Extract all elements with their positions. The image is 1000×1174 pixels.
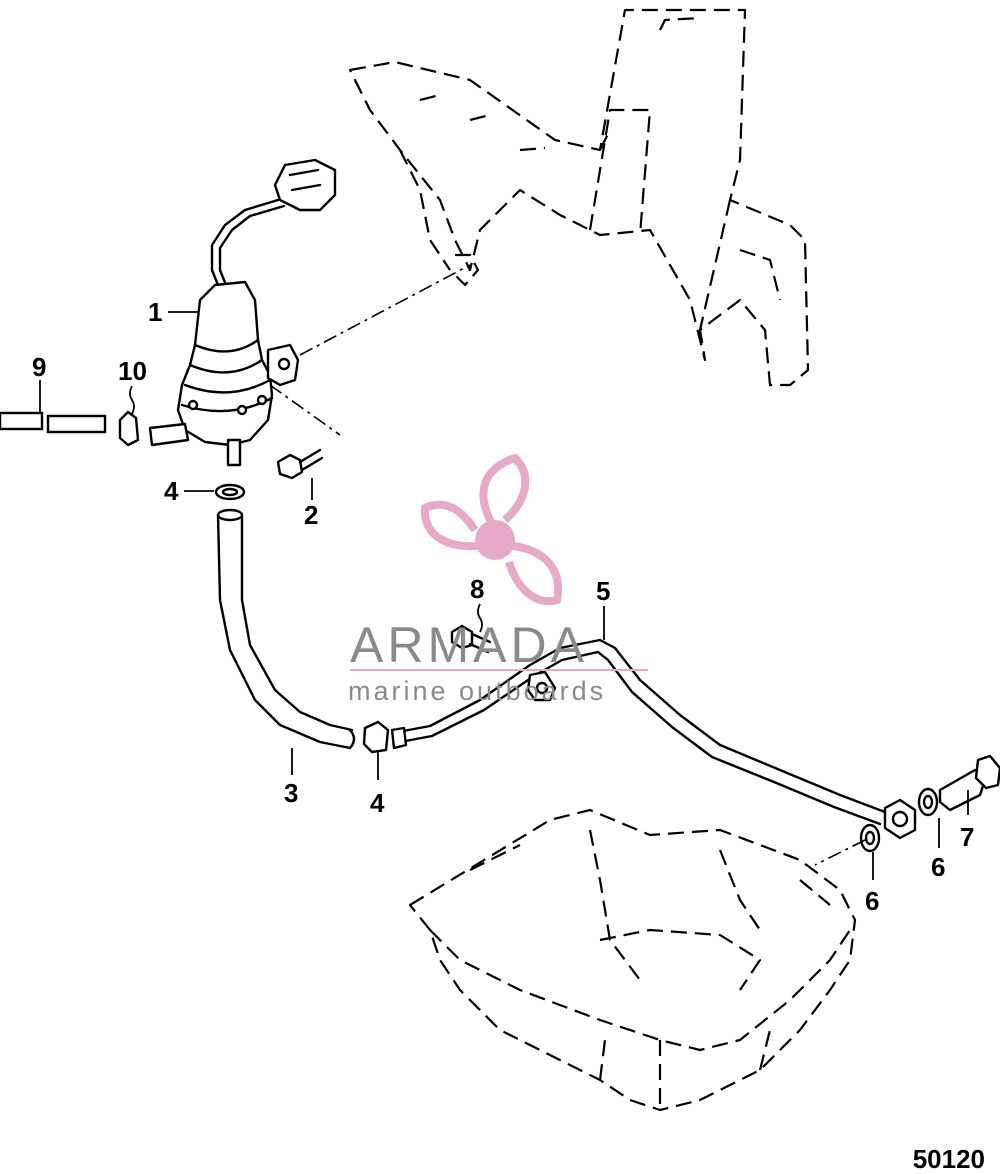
clamp-4-lower	[362, 720, 390, 754]
washer-6-left	[859, 823, 881, 853]
screw-2	[276, 448, 324, 480]
oil-pan-outline	[408, 808, 857, 1112]
engine-bracket-outline	[348, 8, 810, 387]
clamp-10	[118, 410, 140, 447]
watermark-tagline: marine outboards	[348, 676, 606, 706]
callout-4-upper: 4	[164, 476, 179, 506]
callout-3: 3	[284, 778, 298, 808]
callout-9: 9	[32, 352, 46, 382]
propeller-icon	[420, 453, 563, 606]
callout-8: 8	[470, 574, 484, 604]
leader-lines	[39, 311, 969, 880]
callout-5: 5	[596, 576, 610, 606]
watermark: ARMADA marine outboards	[348, 453, 648, 706]
washer-6-right	[917, 787, 939, 817]
figure-number: 50120	[913, 1144, 985, 1174]
mounting-centerline-upper	[299, 264, 471, 356]
callout-7: 7	[960, 822, 974, 852]
drain-centerline	[814, 839, 866, 866]
hose-9	[0, 411, 107, 434]
mounting-centerline-lower	[269, 384, 341, 436]
banjo-bolt-7	[938, 754, 1000, 812]
hose-3	[216, 508, 356, 750]
watermark-brand: ARMADA	[350, 617, 588, 673]
callout-2: 2	[304, 500, 318, 530]
callout-6-left: 6	[865, 886, 879, 916]
callout-4-lower: 4	[370, 788, 385, 818]
callout-1: 1	[148, 297, 162, 327]
clamp-4-upper	[214, 483, 246, 501]
fuel-pump	[148, 158, 337, 467]
callout-10: 10	[118, 356, 147, 386]
tube-5	[390, 638, 917, 840]
callout-6-right: 6	[931, 852, 945, 882]
screw-8	[450, 624, 492, 654]
